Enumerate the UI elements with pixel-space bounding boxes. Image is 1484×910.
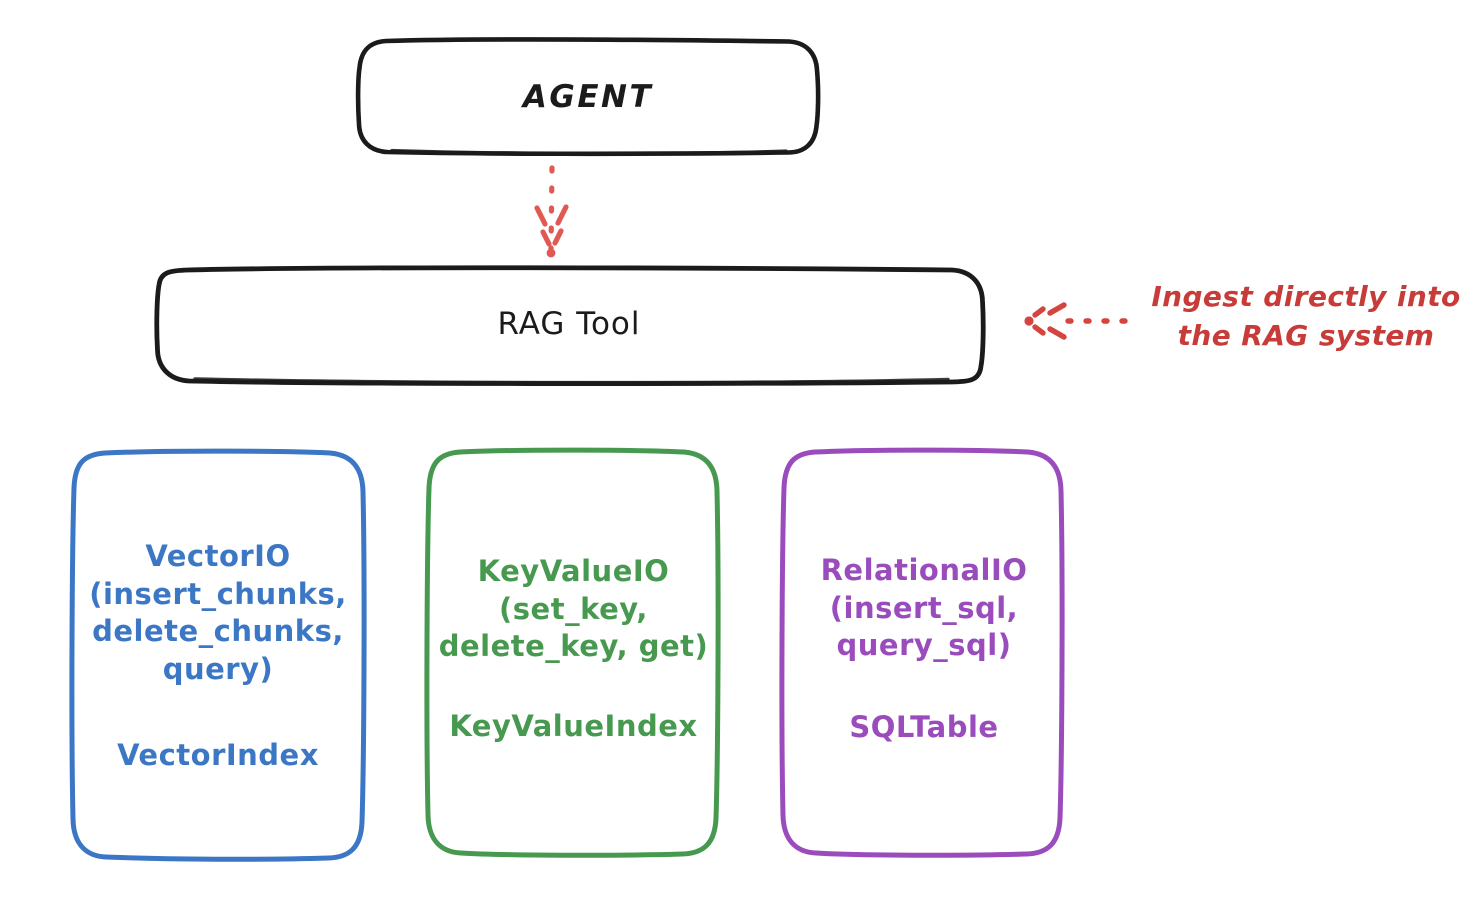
relational-store-node[interactable] [779,447,1065,858]
vector-store-api-label: VectorIO (insert_chunks, delete_chunks, … [89,539,347,687]
vector-store-index-label: VectorIndex [117,738,319,772]
keyvalue-store-index-label: KeyValueIndex [449,709,698,743]
keyvalue-store-node[interactable] [424,447,721,858]
agent-box-outline [355,37,821,157]
agent-to-rag-arrow [534,165,569,258]
keyvalue-store-box-outline [424,447,721,858]
ingest-arrow [1024,302,1128,340]
ingest-annotation-text: Ingest directly into the RAG system [1151,280,1461,352]
relational-store-api-label: RelationalIO (insert_sql, query_sql) [820,553,1028,663]
relational-store-index-label: SQLTable [849,710,999,744]
vector-store-node[interactable] [69,448,367,862]
rag-tool-node[interactable] [154,265,986,387]
agent-node[interactable] [355,37,821,157]
rag-tool-label: RAG Tool [497,306,641,342]
vector-store-box-outline [69,448,367,862]
agent-box-accent [390,148,788,155]
agent-label: AGENT [522,79,654,115]
relational-store-box-outline [779,447,1065,858]
rag-tool-box-accent [193,377,950,385]
rag-tool-box-outline [154,265,986,387]
keyvalue-store-api-label: KeyValueIO (set_key, delete_key, get) [438,554,709,664]
